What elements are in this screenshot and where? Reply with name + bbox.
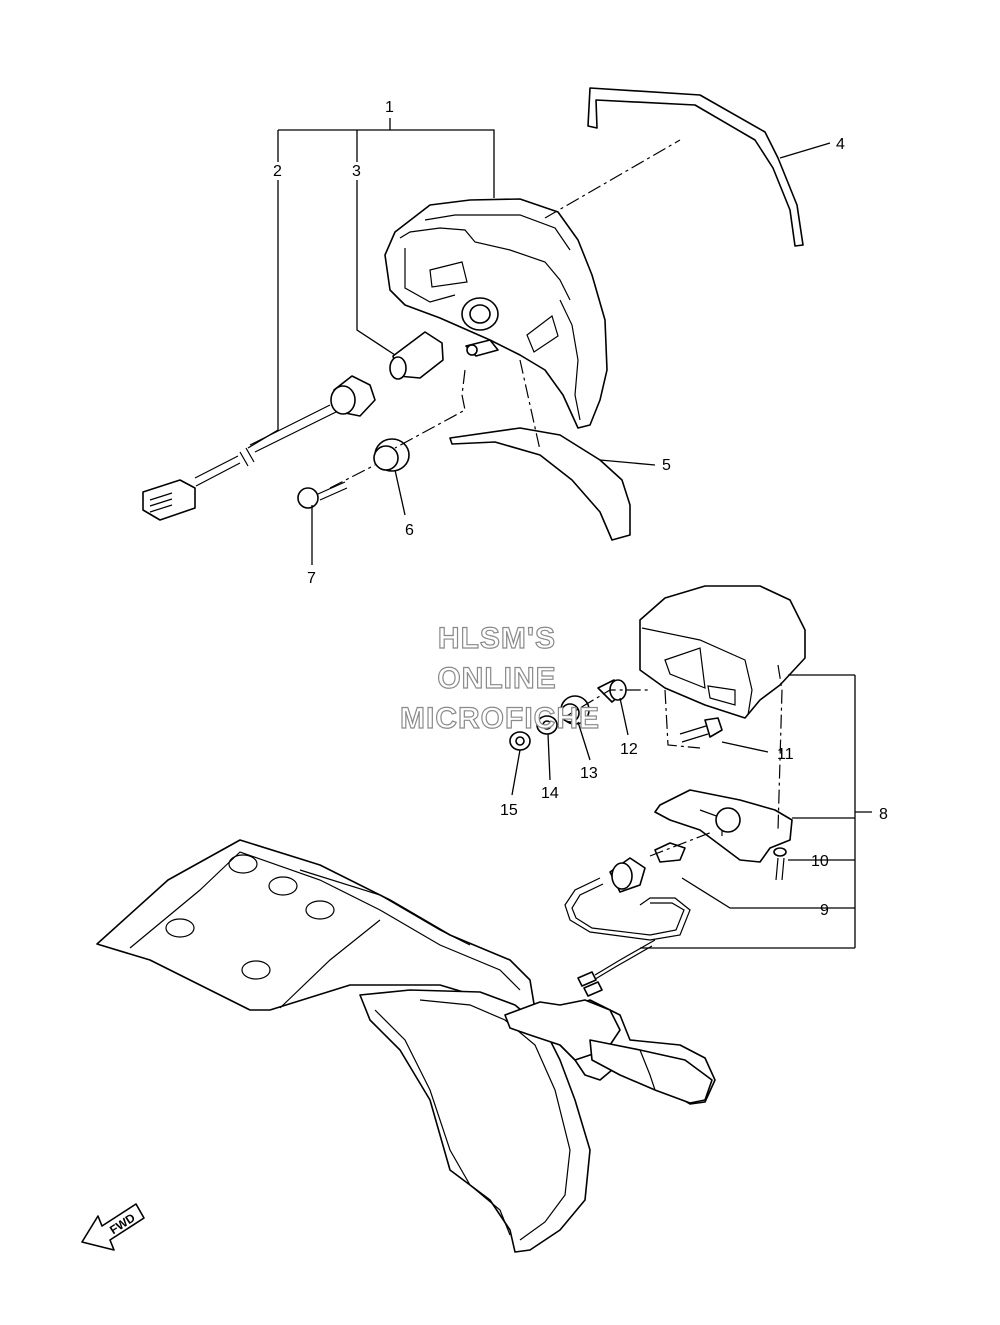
taillight-lens-cover bbox=[587, 87, 804, 247]
bulb-and-socket bbox=[142, 331, 444, 521]
callout-5: 5 bbox=[662, 457, 671, 474]
callout-7: 7 bbox=[307, 570, 316, 587]
callout-labels: 1 2 3 4 5 6 7 8 9 10 11 12 13 14 15 bbox=[273, 99, 888, 919]
callout-6: 6 bbox=[405, 522, 414, 539]
callout-10: 10 bbox=[811, 853, 829, 870]
taillight-lens-lower bbox=[449, 427, 631, 541]
callout-4: 4 bbox=[836, 136, 845, 153]
callout-13: 13 bbox=[580, 765, 598, 782]
license-light-small-parts bbox=[509, 679, 723, 751]
callout-8: 8 bbox=[879, 806, 888, 823]
leader-lines bbox=[247, 118, 872, 949]
fwd-arrow-icon: FWD bbox=[81, 1203, 145, 1251]
watermark-line-1: HLSM'S bbox=[438, 622, 556, 655]
callout-12: 12 bbox=[620, 741, 638, 758]
watermark-line-3: MICROFICHE bbox=[400, 702, 600, 735]
rear-fender bbox=[96, 839, 716, 1253]
license-light-cover bbox=[639, 585, 806, 719]
license-light-socket-wire bbox=[564, 857, 691, 997]
callout-15: 15 bbox=[500, 802, 518, 819]
grommet-and-screw bbox=[297, 438, 410, 509]
watermark: HLSM'S ONLINE MICROFICHE bbox=[399, 621, 600, 735]
callout-2: 2 bbox=[273, 163, 282, 180]
callout-1: 1 bbox=[385, 99, 394, 116]
callout-9: 9 bbox=[820, 902, 829, 919]
callout-11: 11 bbox=[777, 746, 794, 763]
license-light-bracket bbox=[654, 789, 793, 881]
callout-14: 14 bbox=[541, 785, 559, 802]
callout-3: 3 bbox=[352, 163, 361, 180]
taillight-housing bbox=[384, 198, 608, 429]
watermark-line-2: ONLINE bbox=[437, 662, 556, 695]
